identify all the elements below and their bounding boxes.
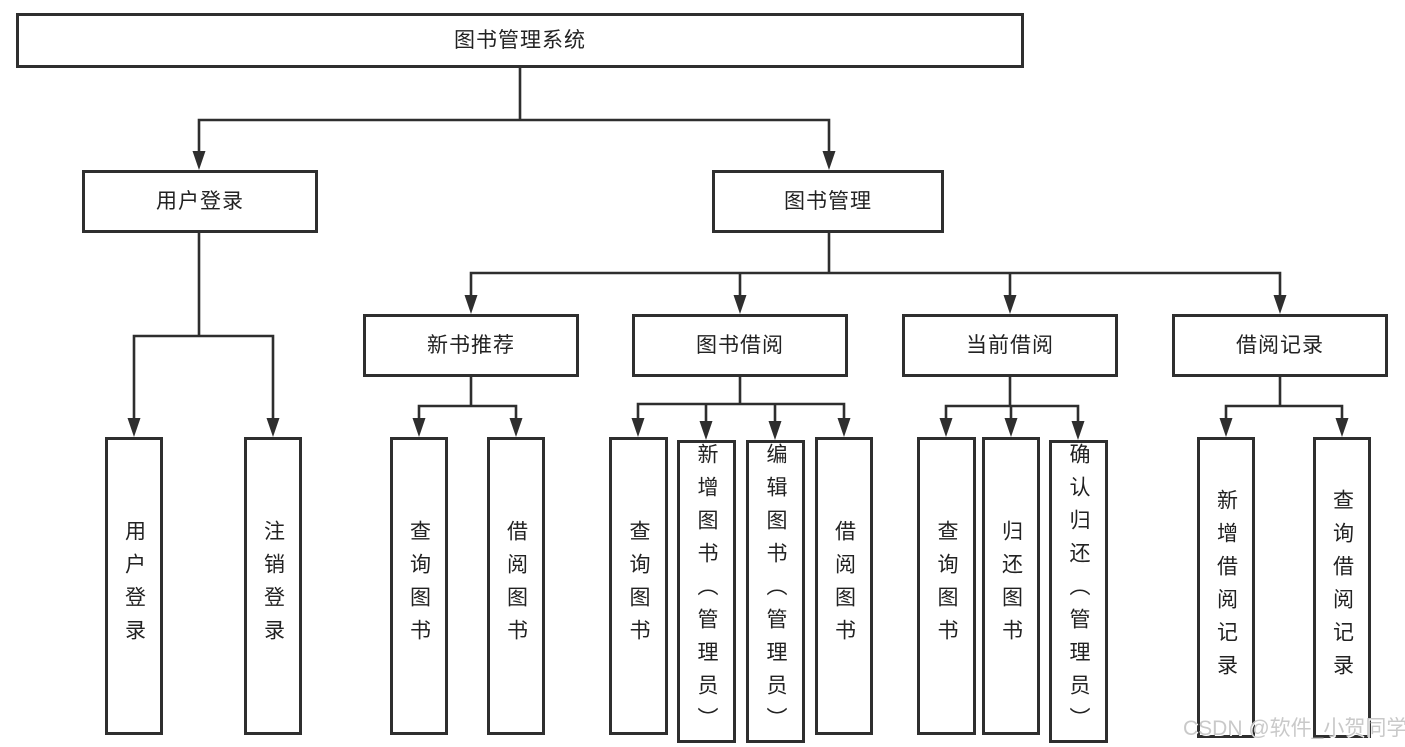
node-current-borrowing: 当前借阅	[902, 314, 1118, 377]
node-label: 查询图书	[407, 520, 431, 652]
leaf-query-borrowing-record: 查询借阅记录	[1313, 437, 1371, 738]
node-label: 当前借阅	[966, 334, 1054, 357]
node-borrowing-records: 借阅记录	[1172, 314, 1388, 377]
node-label: 新书推荐	[427, 334, 515, 357]
leaf-add-books-admin: 新增图书（管理员）	[677, 440, 736, 743]
node-label: 借阅图书	[504, 520, 528, 652]
arrowheads	[127, 151, 1349, 440]
node-library-management-system: 图书管理系统	[16, 13, 1024, 68]
node-label: 查询借阅记录	[1330, 488, 1354, 687]
node-label: 图书管理系统	[454, 29, 586, 52]
node-label: 图书借阅	[696, 334, 784, 357]
leaf-edit-books-admin: 编辑图书（管理员）	[746, 440, 805, 743]
node-new-book-recommendation: 新书推荐	[363, 314, 579, 377]
node-label: 编辑图书（管理员）	[764, 443, 787, 740]
node-label: 用户登录	[122, 520, 146, 652]
node-label: 借阅记录	[1236, 334, 1324, 357]
node-user-login: 用户登录	[82, 170, 318, 233]
node-label: 图书管理	[784, 190, 872, 213]
leaf-borrow-books-borrowing: 借阅图书	[815, 437, 873, 735]
node-label: 查询图书	[935, 520, 958, 652]
node-book-management: 图书管理	[712, 170, 944, 233]
leaf-logout: 注销登录	[244, 437, 302, 735]
leaf-user-login: 用户登录	[105, 437, 163, 735]
csdn-watermark: CSDN @软件_小贺同学	[1183, 717, 1405, 740]
leaf-query-books-borrowing: 查询图书	[609, 437, 668, 735]
node-label: 用户登录	[156, 190, 244, 213]
node-book-borrowing: 图书借阅	[632, 314, 848, 377]
node-label: 借阅图书	[832, 520, 856, 652]
node-label: 注销登录	[261, 520, 285, 652]
tree-edges	[132, 64, 1344, 425]
node-label: 查询图书	[627, 520, 650, 652]
leaf-confirm-return-admin: 确认归还（管理员）	[1049, 440, 1108, 743]
node-label: 确认归还（管理员）	[1067, 443, 1090, 740]
node-label: 新增借阅记录	[1214, 488, 1238, 687]
leaf-query-books-current: 查询图书	[917, 437, 976, 735]
leaf-query-books-recommend: 查询图书	[390, 437, 448, 735]
node-label: 新增图书（管理员）	[695, 443, 718, 740]
leaf-add-borrowing-record: 新增借阅记录	[1197, 437, 1255, 738]
leaf-return-books: 归还图书	[982, 437, 1040, 735]
leaf-borrow-books-recommend: 借阅图书	[487, 437, 545, 735]
node-label: 归还图书	[999, 520, 1023, 652]
